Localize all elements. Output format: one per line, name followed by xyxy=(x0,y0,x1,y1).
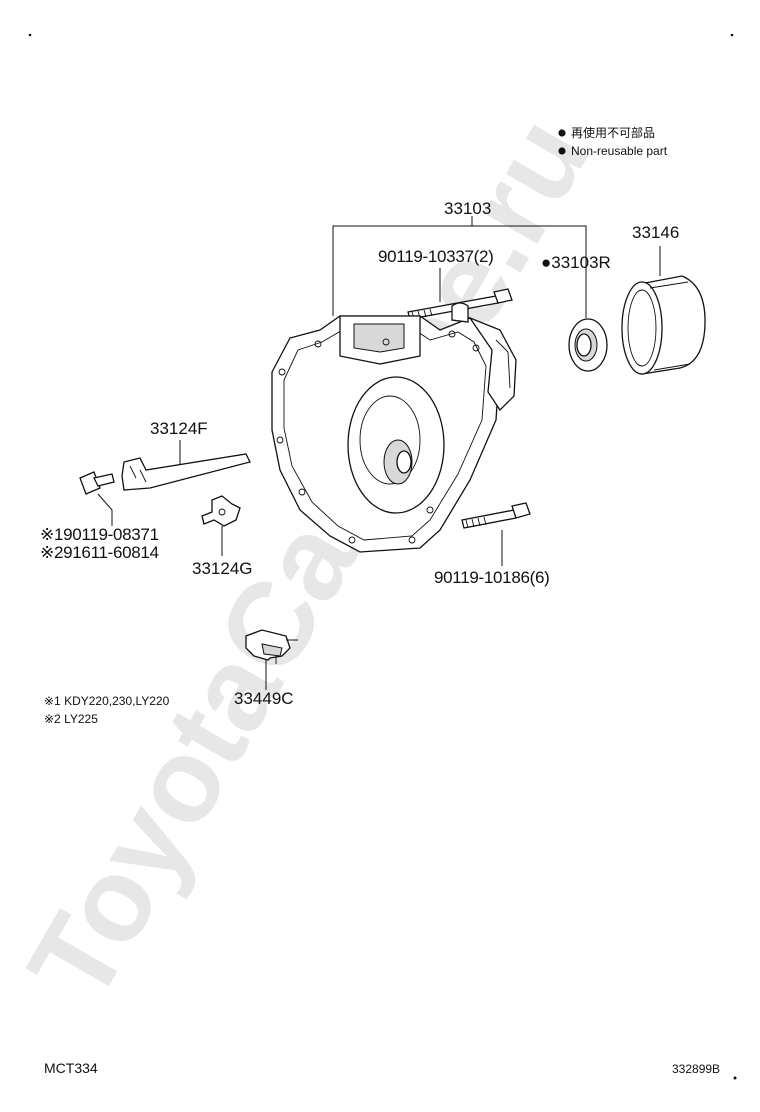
label-lever[interactable]: 33124F xyxy=(150,419,208,438)
legend-jp-label: 再使用不可部品 xyxy=(571,125,655,140)
label-seal[interactable]: ●33103R xyxy=(541,253,611,272)
non-reusable-bullet-icon xyxy=(558,147,566,155)
label-bolt-top[interactable]: 90119-10337(2) xyxy=(378,247,494,266)
label-bolt-left-2[interactable]: ※291611-60814 xyxy=(40,543,159,562)
transmission-housing-part xyxy=(271,302,517,553)
corner-mark-top-left xyxy=(28,33,32,37)
label-clip[interactable]: 33124G xyxy=(192,559,253,578)
sensor-part xyxy=(245,629,298,664)
page-code: MCT334 xyxy=(44,1060,98,1076)
corner-mark-bottom-right xyxy=(733,1076,737,1080)
label-bolt-left-1[interactable]: ※190119-08371 xyxy=(40,525,159,544)
bearing-part xyxy=(621,275,706,375)
legend-en-label: Non-reusable part xyxy=(571,144,668,158)
legend: 再使用不可部品 Non-reusable part xyxy=(558,125,668,158)
non-reusable-bullet-icon xyxy=(558,129,566,137)
bolt-bottom-part xyxy=(461,502,531,529)
note-2: ※2 LY225 xyxy=(44,712,98,726)
label-bearing[interactable]: 33146 xyxy=(632,223,679,242)
label-sensor[interactable]: 33449C xyxy=(234,689,294,708)
leader-bolt-left xyxy=(97,493,113,526)
bolt-left-part xyxy=(79,471,115,495)
reference-code: 332899B xyxy=(672,1062,720,1076)
seal-part xyxy=(568,318,608,372)
label-bolt-bottom[interactable]: 90119-10186(6) xyxy=(434,568,550,587)
label-housing[interactable]: 33103 xyxy=(444,199,491,218)
leader-housing-bracket xyxy=(332,216,587,318)
corner-mark-top-right xyxy=(730,33,734,37)
clip-part xyxy=(201,495,241,527)
lever-part xyxy=(121,453,251,491)
note-1: ※1 KDY220,230,LY220 xyxy=(44,694,170,708)
